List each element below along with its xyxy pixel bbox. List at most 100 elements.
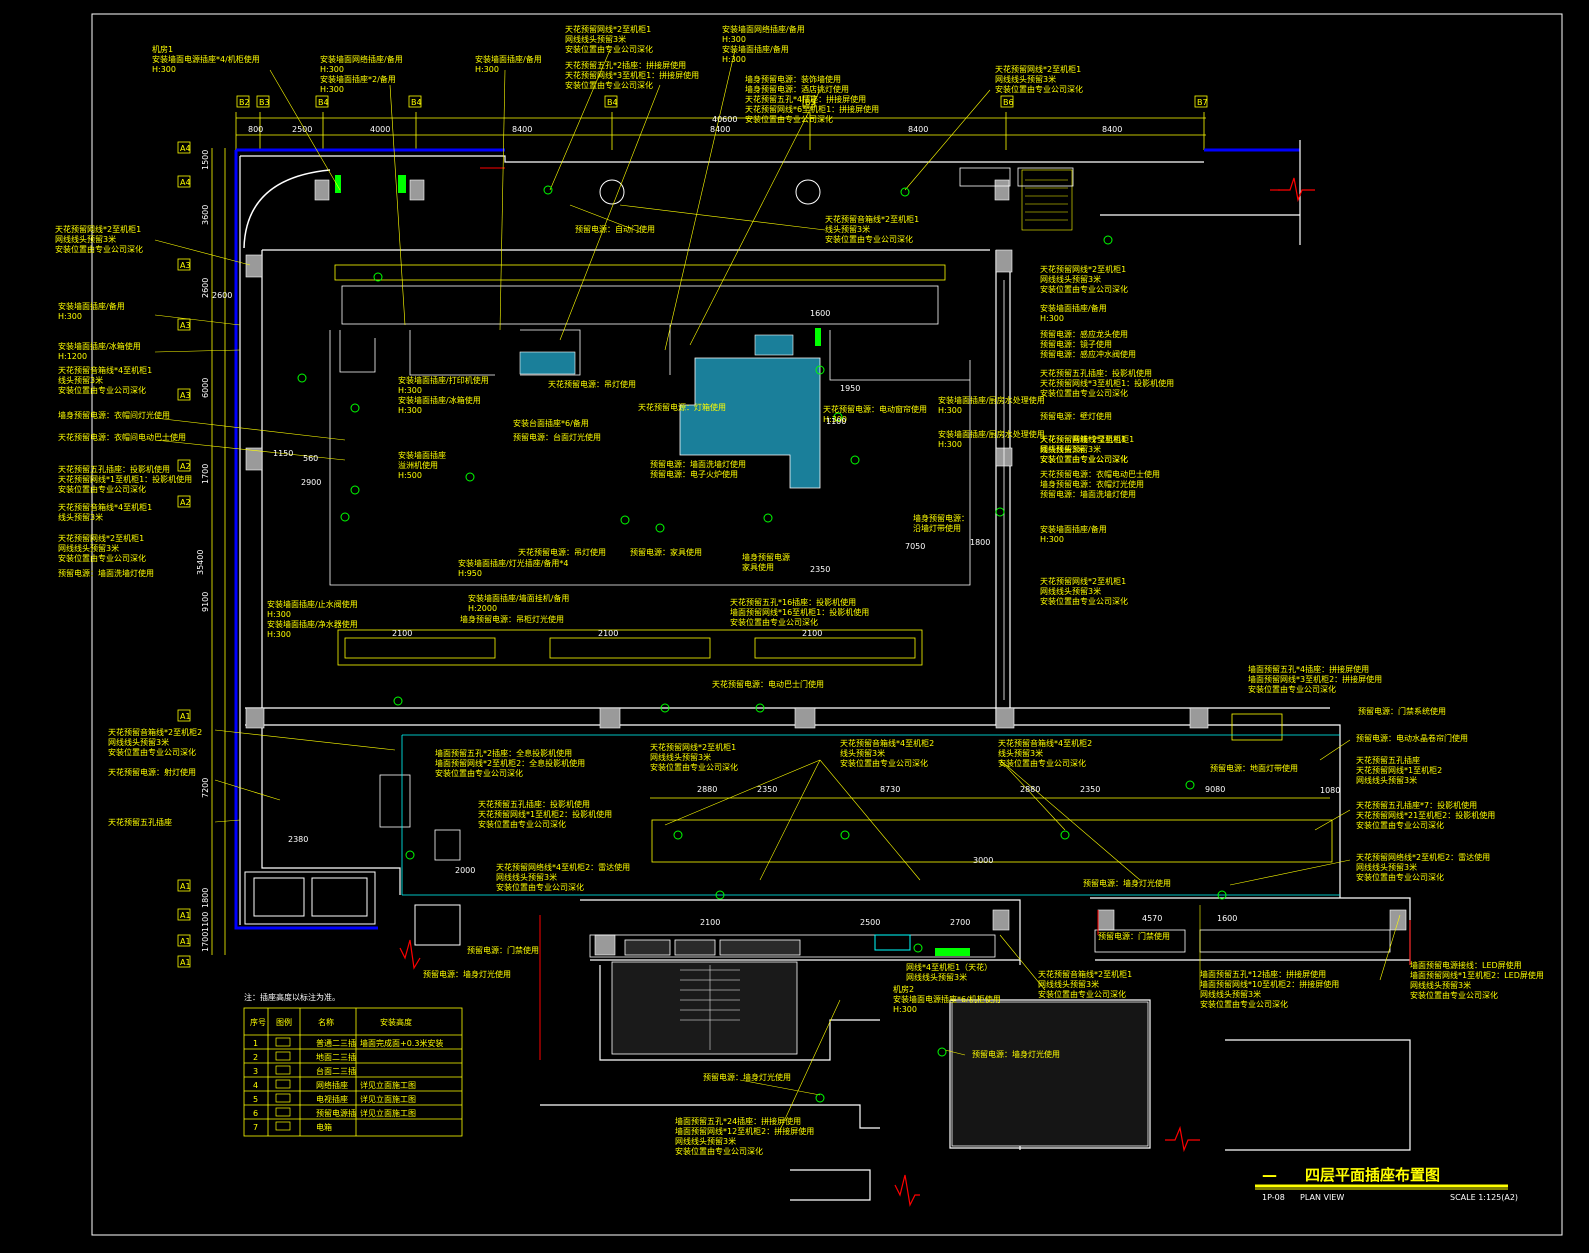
annotation-line: H:500 — [398, 471, 422, 480]
annotation-l41: 预留电源：家具使用 — [630, 547, 702, 557]
socket-icon — [673, 830, 683, 840]
left-grid-labels: A4A4A3A3A3A2A2A1A1A1A1A11500360026006000… — [177, 141, 210, 968]
legend-row-height: 详见立面施工图 — [360, 1108, 416, 1118]
annotation-line: 墙面预留五孔*2插座：全息投影机使用 — [435, 748, 572, 758]
annotation-line: 天花预留五孔*2插座：拼接屏使用 — [565, 60, 686, 70]
annotation-line: H:300 — [823, 415, 847, 424]
lower-cabinets — [589, 929, 1391, 958]
grid-bubble — [1000, 95, 1014, 108]
annotation-line: 预留电源：门禁使用 — [1098, 931, 1170, 941]
annotation-line: H:300 — [320, 65, 344, 74]
annotation-line: 天花预留五孔插座 — [108, 817, 172, 827]
annotation-line: 安装位置由专业公司深化 — [825, 234, 913, 244]
annotation-line: 天花预留网线*2至机柜1 — [1040, 576, 1126, 586]
annotation-line: 安装位置由专业公司深化 — [1040, 454, 1128, 464]
grid-bubble — [177, 175, 191, 188]
socket-icon — [297, 373, 307, 383]
annotation-l18: 天花预留五孔插座：投影机使用天花预留网线*1至机柜1：投影机使用安装位置由专业公… — [58, 464, 192, 494]
annotation-line: 网线*4至机柜1（天花） — [906, 962, 992, 972]
left-dimension-value: 9100 — [201, 592, 210, 612]
annotation-l25: 预留电源：台面灯光使用 — [513, 432, 601, 442]
annotation-line: 安装位置由专业公司深化 — [1356, 872, 1444, 882]
green-block-2 — [398, 175, 406, 193]
legend-row-name: 网络插座 — [316, 1080, 348, 1090]
annotation-l34: 预留电源：壁灯使用 — [1040, 411, 1112, 421]
annotation-line: 安装位置由专业公司深化 — [565, 80, 653, 90]
annotation-line: H:300 — [1040, 314, 1064, 323]
legend-symbol — [275, 1051, 291, 1061]
legend-row-name: 普通二三插 — [316, 1038, 356, 1048]
grid-bubble — [604, 95, 618, 108]
annotation-line: H:300 — [722, 35, 746, 44]
annotation-l77: 预留电源：墙身灯光使用 — [703, 1072, 791, 1082]
annotation-line: 安装墙面电源插座*4/机柜使用 — [152, 54, 260, 64]
annotation-l52: 预留电源：门禁系统使用 — [1358, 706, 1446, 716]
grid-bubble — [177, 879, 191, 892]
annotation-line: 家具使用 — [742, 562, 774, 572]
annotation-l75: 墙面预留电源接线：LED屏使用墙面预留网线*1至机柜2：LED屏使用网线线头预留… — [1410, 960, 1544, 1000]
right-panels — [959, 167, 1074, 700]
overall-dimension: 40600 — [712, 115, 737, 124]
annotation-line: 天花预留五孔*4插座：拼接屏使用 — [745, 94, 866, 104]
grid-label: A3 — [180, 321, 191, 330]
annotation-line: H:300 — [1040, 535, 1064, 544]
annotation-line: 网线线头预留3米 — [650, 752, 711, 762]
scale-label: SCALE 1:125(A2) — [1450, 1193, 1518, 1202]
annotation-line: H:300 — [722, 55, 746, 64]
annotation-line: 预留电源：墙面洗墙灯使用 — [650, 459, 746, 469]
green-block — [935, 948, 970, 956]
socket-icon — [350, 403, 360, 413]
annotation-line: 天花预留电源：灯箱使用 — [638, 402, 726, 412]
annotation-line: 预留电源：台面灯光使用 — [513, 432, 601, 442]
annotation-line: 安装位置由专业公司深化 — [675, 1146, 763, 1156]
stair-lines — [680, 965, 740, 1050]
annotation-line: 安装位置由专业公司深化 — [1200, 999, 1288, 1009]
annotation-line: 网线线头预留3米 — [1356, 775, 1417, 785]
annotation-l26: 天花预留电源：灯箱使用 — [638, 402, 726, 412]
grid-bubble — [177, 388, 191, 401]
socket-icon — [405, 850, 415, 860]
annotation-line: 网线线头预留3米 — [1040, 586, 1101, 596]
annotation-line: 天花预留五孔*16插座：投影机使用 — [730, 597, 856, 607]
dimension-value: 3000 — [973, 856, 993, 865]
dimension-value: 2380 — [288, 835, 308, 844]
socket-icon — [900, 187, 910, 197]
annotation-l60: 预留电源：地面灯带使用 — [1210, 763, 1298, 773]
grid-bubble — [177, 459, 191, 472]
socket-icon — [340, 512, 350, 522]
annotation-line: 预留电源：墙面洗墙灯使用 — [58, 568, 154, 578]
annotation-line: 天花预留网线*1至机柜2：投影机使用 — [478, 809, 612, 819]
annotation-line: 安装墙面插座/止水阀使用 — [267, 599, 358, 609]
grid-bubble — [177, 955, 191, 968]
grid-label: A2 — [180, 462, 191, 471]
grid-label: A4 — [180, 144, 191, 153]
dimension-value: 1950 — [840, 384, 860, 393]
left-dimension-value: 1700 — [201, 932, 210, 952]
annotation-l42: 墙身预留电源家具使用 — [742, 552, 790, 572]
annotation-l17: 天花预留电源：衣帽间电动巴士使用 — [58, 432, 186, 442]
legend-note: 注：插座高度以标注为准。 — [244, 992, 340, 1002]
annotation-l70: 预留电源：墙身灯光使用 — [423, 969, 511, 979]
annotation-line: 安装位置由专业公司深化 — [995, 84, 1083, 94]
annotation-line: 墙身预留电源：酒店挑灯使用 — [745, 84, 849, 94]
socket-icon — [815, 1093, 825, 1103]
top-dimension-value: 8400 — [512, 125, 532, 134]
annotation-line: 沿墙灯带使用 — [913, 523, 961, 533]
circle-fixtures — [599, 179, 821, 205]
annotation-line: 天花预留电源：衣帽电动巴士使用 — [1040, 469, 1160, 479]
grid-bubble — [177, 318, 191, 331]
annotation-line: H:2000 — [468, 604, 497, 613]
annotation-line: H:300 — [398, 406, 422, 415]
annotation-l56: 墙面预留五孔*2插座：全息投影机使用墙面预留网线*2至机柜2：全息投影机使用安装… — [435, 748, 585, 778]
grid-bubble — [177, 495, 191, 508]
dimension-value: 1100 — [826, 417, 846, 426]
